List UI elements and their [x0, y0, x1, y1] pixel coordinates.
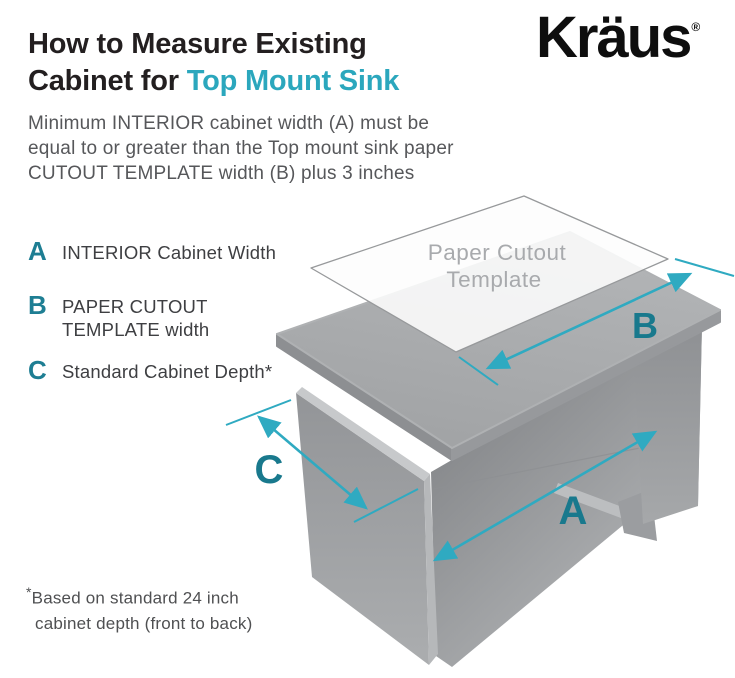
intro-line2: equal to or greater than the Top mount s… — [28, 138, 454, 159]
legend-label-a: INTERIOR Cabinet Width — [62, 242, 277, 263]
marker-a: A — [559, 489, 588, 533]
registered-trademark-symbol: ® — [691, 20, 701, 34]
arrow-a-interior-width — [432, 430, 658, 562]
footnote: *Based on standard 24 inch cabinet depth… — [26, 580, 252, 636]
intro-line1: Minimum INTERIOR cabinet width (A) must … — [28, 113, 430, 134]
intro-paragraph: Minimum INTERIOR cabinet width (A) must … — [28, 111, 454, 186]
title-line1: How to Measure Existing — [28, 28, 367, 60]
intro-line3: CUTOUT TEMPLATE width (B) plus 3 inches — [28, 163, 415, 184]
footnote-asterisk: * — [26, 584, 32, 600]
legend-key-b: B — [28, 290, 47, 320]
legend-label-b-line2: TEMPLATE width — [62, 319, 210, 340]
legend-label-c: Standard Cabinet Depth* — [62, 361, 273, 382]
dimension-arrows — [225, 258, 735, 562]
template-label-line1: Paper Cutout — [428, 240, 567, 265]
legend-key-c: C — [28, 355, 47, 385]
legend-label-b-line1: PAPER CUTOUT — [62, 296, 208, 317]
title-line2-prefix: Cabinet for — [28, 65, 187, 97]
footnote-line2: cabinet depth (front to back) — [35, 613, 253, 633]
kraus-logo-text: Kräus — [536, 5, 692, 70]
marker-c: C — [255, 448, 284, 492]
extension-ticks — [225, 258, 735, 523]
footnote-line1: Based on standard 24 inch — [31, 588, 239, 608]
dimension-letters: A B C — [255, 305, 658, 533]
template-label-line2: Template — [446, 267, 541, 292]
kraus-logo: Kräus® — [536, 4, 700, 71]
marker-b: B — [632, 305, 658, 346]
title-highlight: Top Mount Sink — [186, 65, 400, 97]
legend-key-a: A — [28, 236, 47, 266]
arrow-b-template-width — [485, 272, 693, 370]
arrow-c-cabinet-depth — [257, 415, 368, 510]
